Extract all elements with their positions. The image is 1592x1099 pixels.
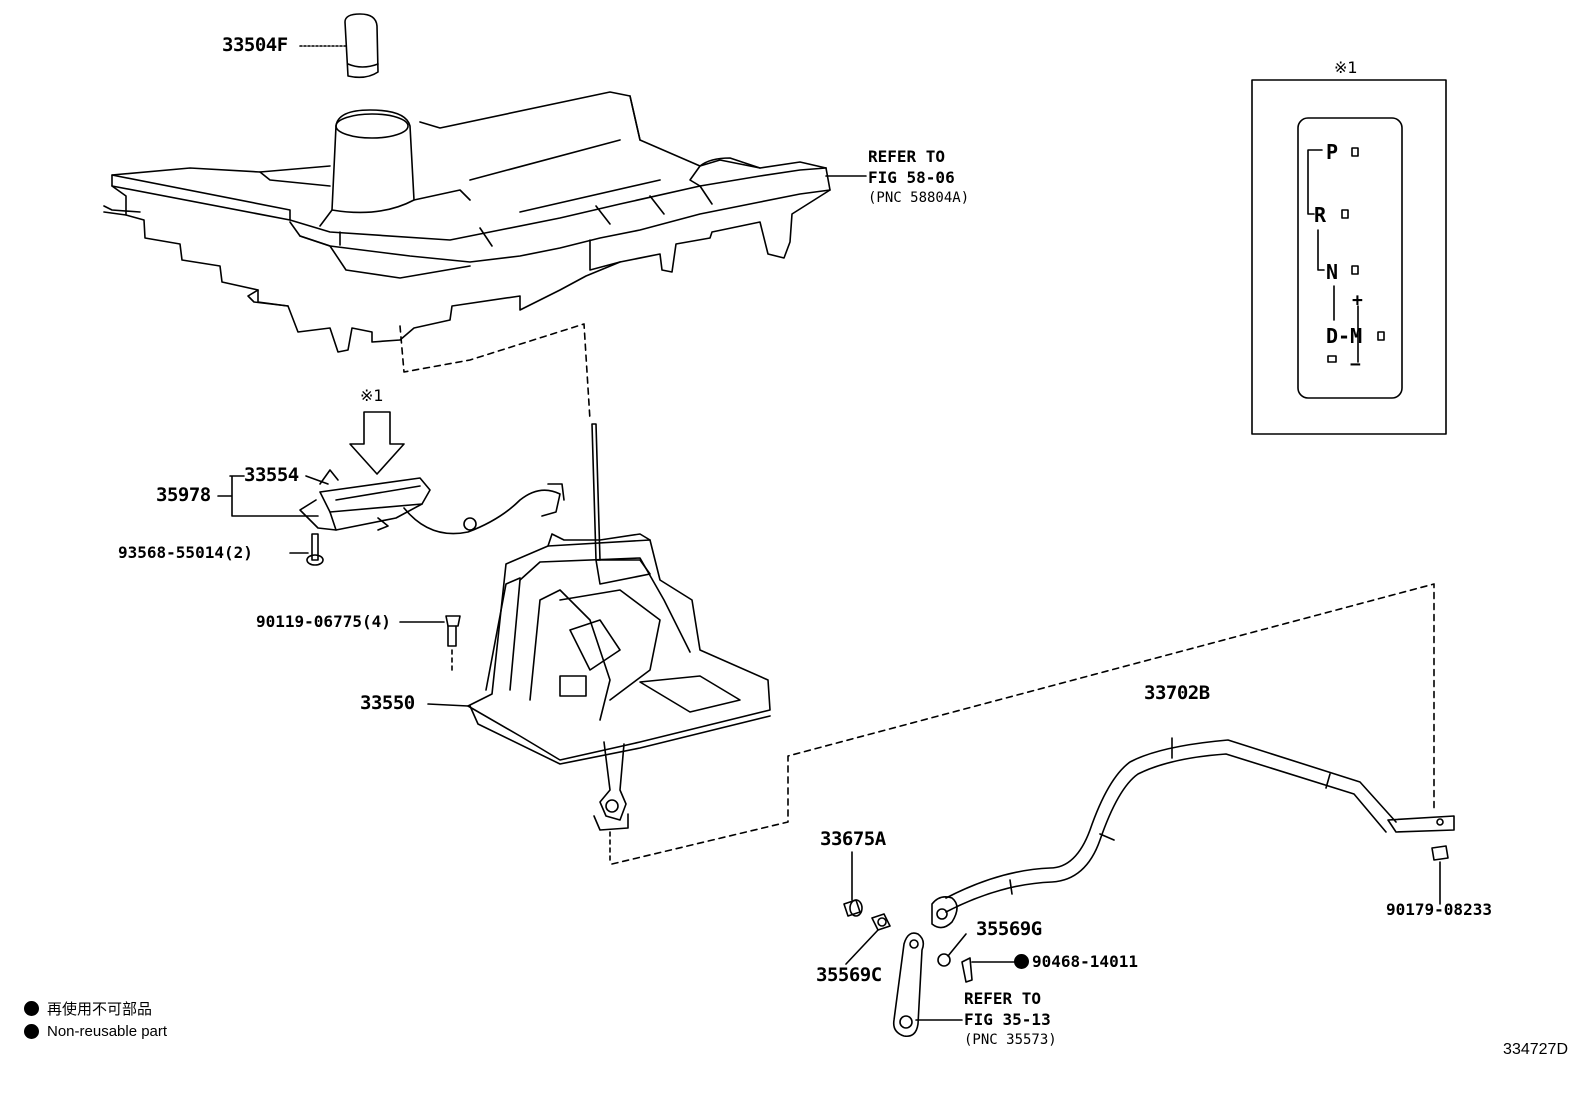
ref-console-line1: REFER TO <box>868 147 946 166</box>
figure-id: 334727D <box>1503 1041 1568 1058</box>
view-mark: ※1 <box>360 386 384 405</box>
legend-en: Non-reusable part <box>24 1023 167 1040</box>
guide-line-cable <box>611 583 1435 865</box>
non-reusable-dot <box>1014 954 1029 969</box>
bracket-35978 <box>217 475 319 517</box>
ref-console: REFER TO FIG 58-06 (PNC 58804A) <box>868 146 969 209</box>
legend-jp: 再使用不可部品 <box>24 998 152 1019</box>
control-cable-drawing <box>931 737 1455 929</box>
ref-console-line2: FIG 58-06 <box>868 168 955 187</box>
leader-33550 <box>427 703 469 707</box>
label-retainer-c: 35569C <box>816 964 882 986</box>
nut-90179-drawing <box>1431 845 1449 861</box>
inset-indicators <box>1327 147 1385 363</box>
label-nut-90179: 90179-08233 <box>1386 900 1492 919</box>
ref-lever-line1: REFER TO <box>964 989 1042 1008</box>
retainer-35569G-drawing <box>937 953 951 967</box>
label-screw-93568: 93568-55014(2) <box>118 543 253 562</box>
view-arrow-drawing <box>349 411 405 475</box>
lever-arm-drawing <box>892 932 925 1038</box>
label-retainer-g: 35569G <box>976 918 1042 940</box>
clip-90468-drawing <box>961 957 973 983</box>
retainer-35569C-drawing <box>871 913 891 931</box>
gate-r: R <box>1314 203 1327 227</box>
label-indicator-housing: 35978 <box>156 484 211 506</box>
label-clip-90468: 90468-14011 <box>1032 952 1138 971</box>
inset-mark: ※1 <box>1334 58 1358 77</box>
label-indicator-wire-clip: 33554 <box>244 464 299 486</box>
label-knob: 33504F <box>222 34 288 56</box>
guide-line-console <box>399 323 591 421</box>
label-bolt-90119: 90119-06775(4) <box>256 612 391 631</box>
legend-en-text: Non-reusable part <box>47 1023 168 1040</box>
legend-jp-dot <box>24 1001 39 1016</box>
legend-jp-text: 再使用不可部品 <box>47 1001 153 1018</box>
shift-lever-assy-drawing <box>467 423 771 865</box>
leader-33554 <box>305 475 329 485</box>
inset-frame <box>1251 79 1447 435</box>
gate-p: P <box>1326 140 1339 164</box>
label-cable-bushing: 33675A <box>820 828 886 850</box>
ref-lever-line2: FIG 35-13 <box>964 1010 1051 1029</box>
shift-knob-drawing <box>344 13 379 79</box>
inset-gate-plate <box>1297 117 1403 399</box>
ref-lever: REFER TO FIG 35-13 (PNC 35573) <box>964 988 1057 1051</box>
gate-plus: + <box>1352 290 1363 311</box>
label-control-cable: 33702B <box>1144 682 1210 704</box>
bolt-90119-drawing <box>445 615 461 673</box>
indicator-housing-drawing <box>299 469 565 535</box>
ref-lever-line3: (PNC 35573) <box>964 1032 1057 1048</box>
leader-35569C <box>845 929 879 965</box>
gate-minus: − <box>1350 354 1361 375</box>
screw-93568-drawing <box>306 533 324 566</box>
inset-gate-path <box>1307 149 1335 321</box>
gate-dm: D-M <box>1326 324 1363 348</box>
console-tray-drawing <box>103 91 831 353</box>
legend-en-dot <box>24 1024 39 1039</box>
ref-console-line3: (PNC 58804A) <box>868 190 970 206</box>
leader-35569G <box>947 933 967 957</box>
bushing-33675A-drawing <box>843 899 863 917</box>
gate-n: N <box>1326 260 1339 284</box>
label-shift-lever-assy: 33550 <box>360 692 415 714</box>
